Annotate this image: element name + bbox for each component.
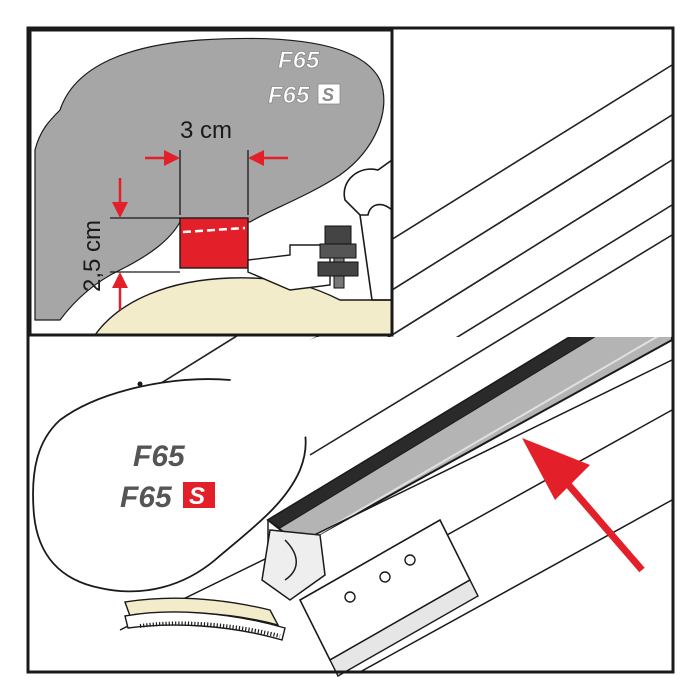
inset-logo-badge: S [322, 85, 334, 105]
inset-roof [94, 277, 392, 335]
main-logo-line1: F65 [133, 440, 186, 473]
inset-logo-line1: F65 [278, 47, 320, 74]
inset-logo-line2: F65 [268, 82, 310, 109]
inset-hook [343, 159, 392, 216]
bracket-hole [404, 554, 416, 566]
dimension-width: 3 cm [145, 117, 288, 215]
keder-strip [124, 597, 286, 641]
main-logo-badge: S [189, 483, 205, 510]
bracket-hole [379, 571, 391, 583]
main-logo-badge-bg [183, 482, 215, 508]
inset-adapter-block [179, 217, 249, 269]
dimension-height: 2,5 cm [79, 178, 180, 310]
clamp-hook [261, 529, 326, 601]
inset-logo-badge-bg [317, 83, 341, 105]
red-arrow-icon [522, 438, 645, 573]
main-logo: F65 F65 S [120, 440, 215, 514]
awning-housing [32, 337, 464, 593]
inset-bolt [317, 225, 359, 289]
dimension-width-label: 3 cm [180, 117, 232, 144]
mounting-bracket [298, 518, 479, 677]
outer-frame [26, 26, 675, 674]
main-logo-line2: F65 [120, 481, 173, 514]
bracket-hole [344, 591, 356, 603]
dimension-height-label: 2,5 cm [79, 220, 106, 292]
inset-awning-shell [34, 37, 385, 321]
inset-detail: F65 F65 S 3 cm 2,5 c [28, 28, 394, 337]
